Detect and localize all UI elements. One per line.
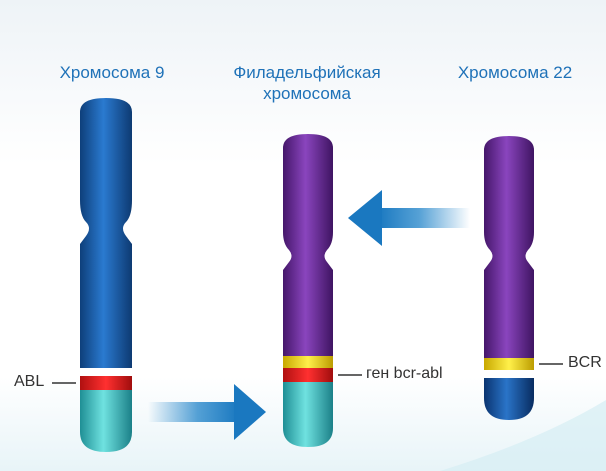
- bcr-label: BCR: [568, 354, 602, 372]
- chromosome-22: [484, 136, 534, 420]
- arrow-right: [148, 384, 266, 440]
- gene-bcr-abl-label: ген bcr-abl: [366, 365, 443, 383]
- arrow-left: [348, 190, 470, 246]
- chr22-upper-segment: [484, 136, 534, 358]
- philadelphia-chromosome: [283, 134, 333, 447]
- ph-bcr-band: [283, 356, 333, 368]
- abl-band: [80, 376, 132, 390]
- abl-segment: [80, 390, 132, 452]
- ph-abl-band: [283, 368, 333, 382]
- ph-abl-segment: [283, 382, 333, 447]
- bcr-band: [484, 358, 534, 370]
- chromosome-9: [80, 98, 132, 452]
- abl-label: ABL: [14, 373, 44, 391]
- chr9-upper-arm: [80, 98, 132, 368]
- ph-upper-segment: [283, 134, 333, 356]
- bcr-segment: [484, 378, 534, 420]
